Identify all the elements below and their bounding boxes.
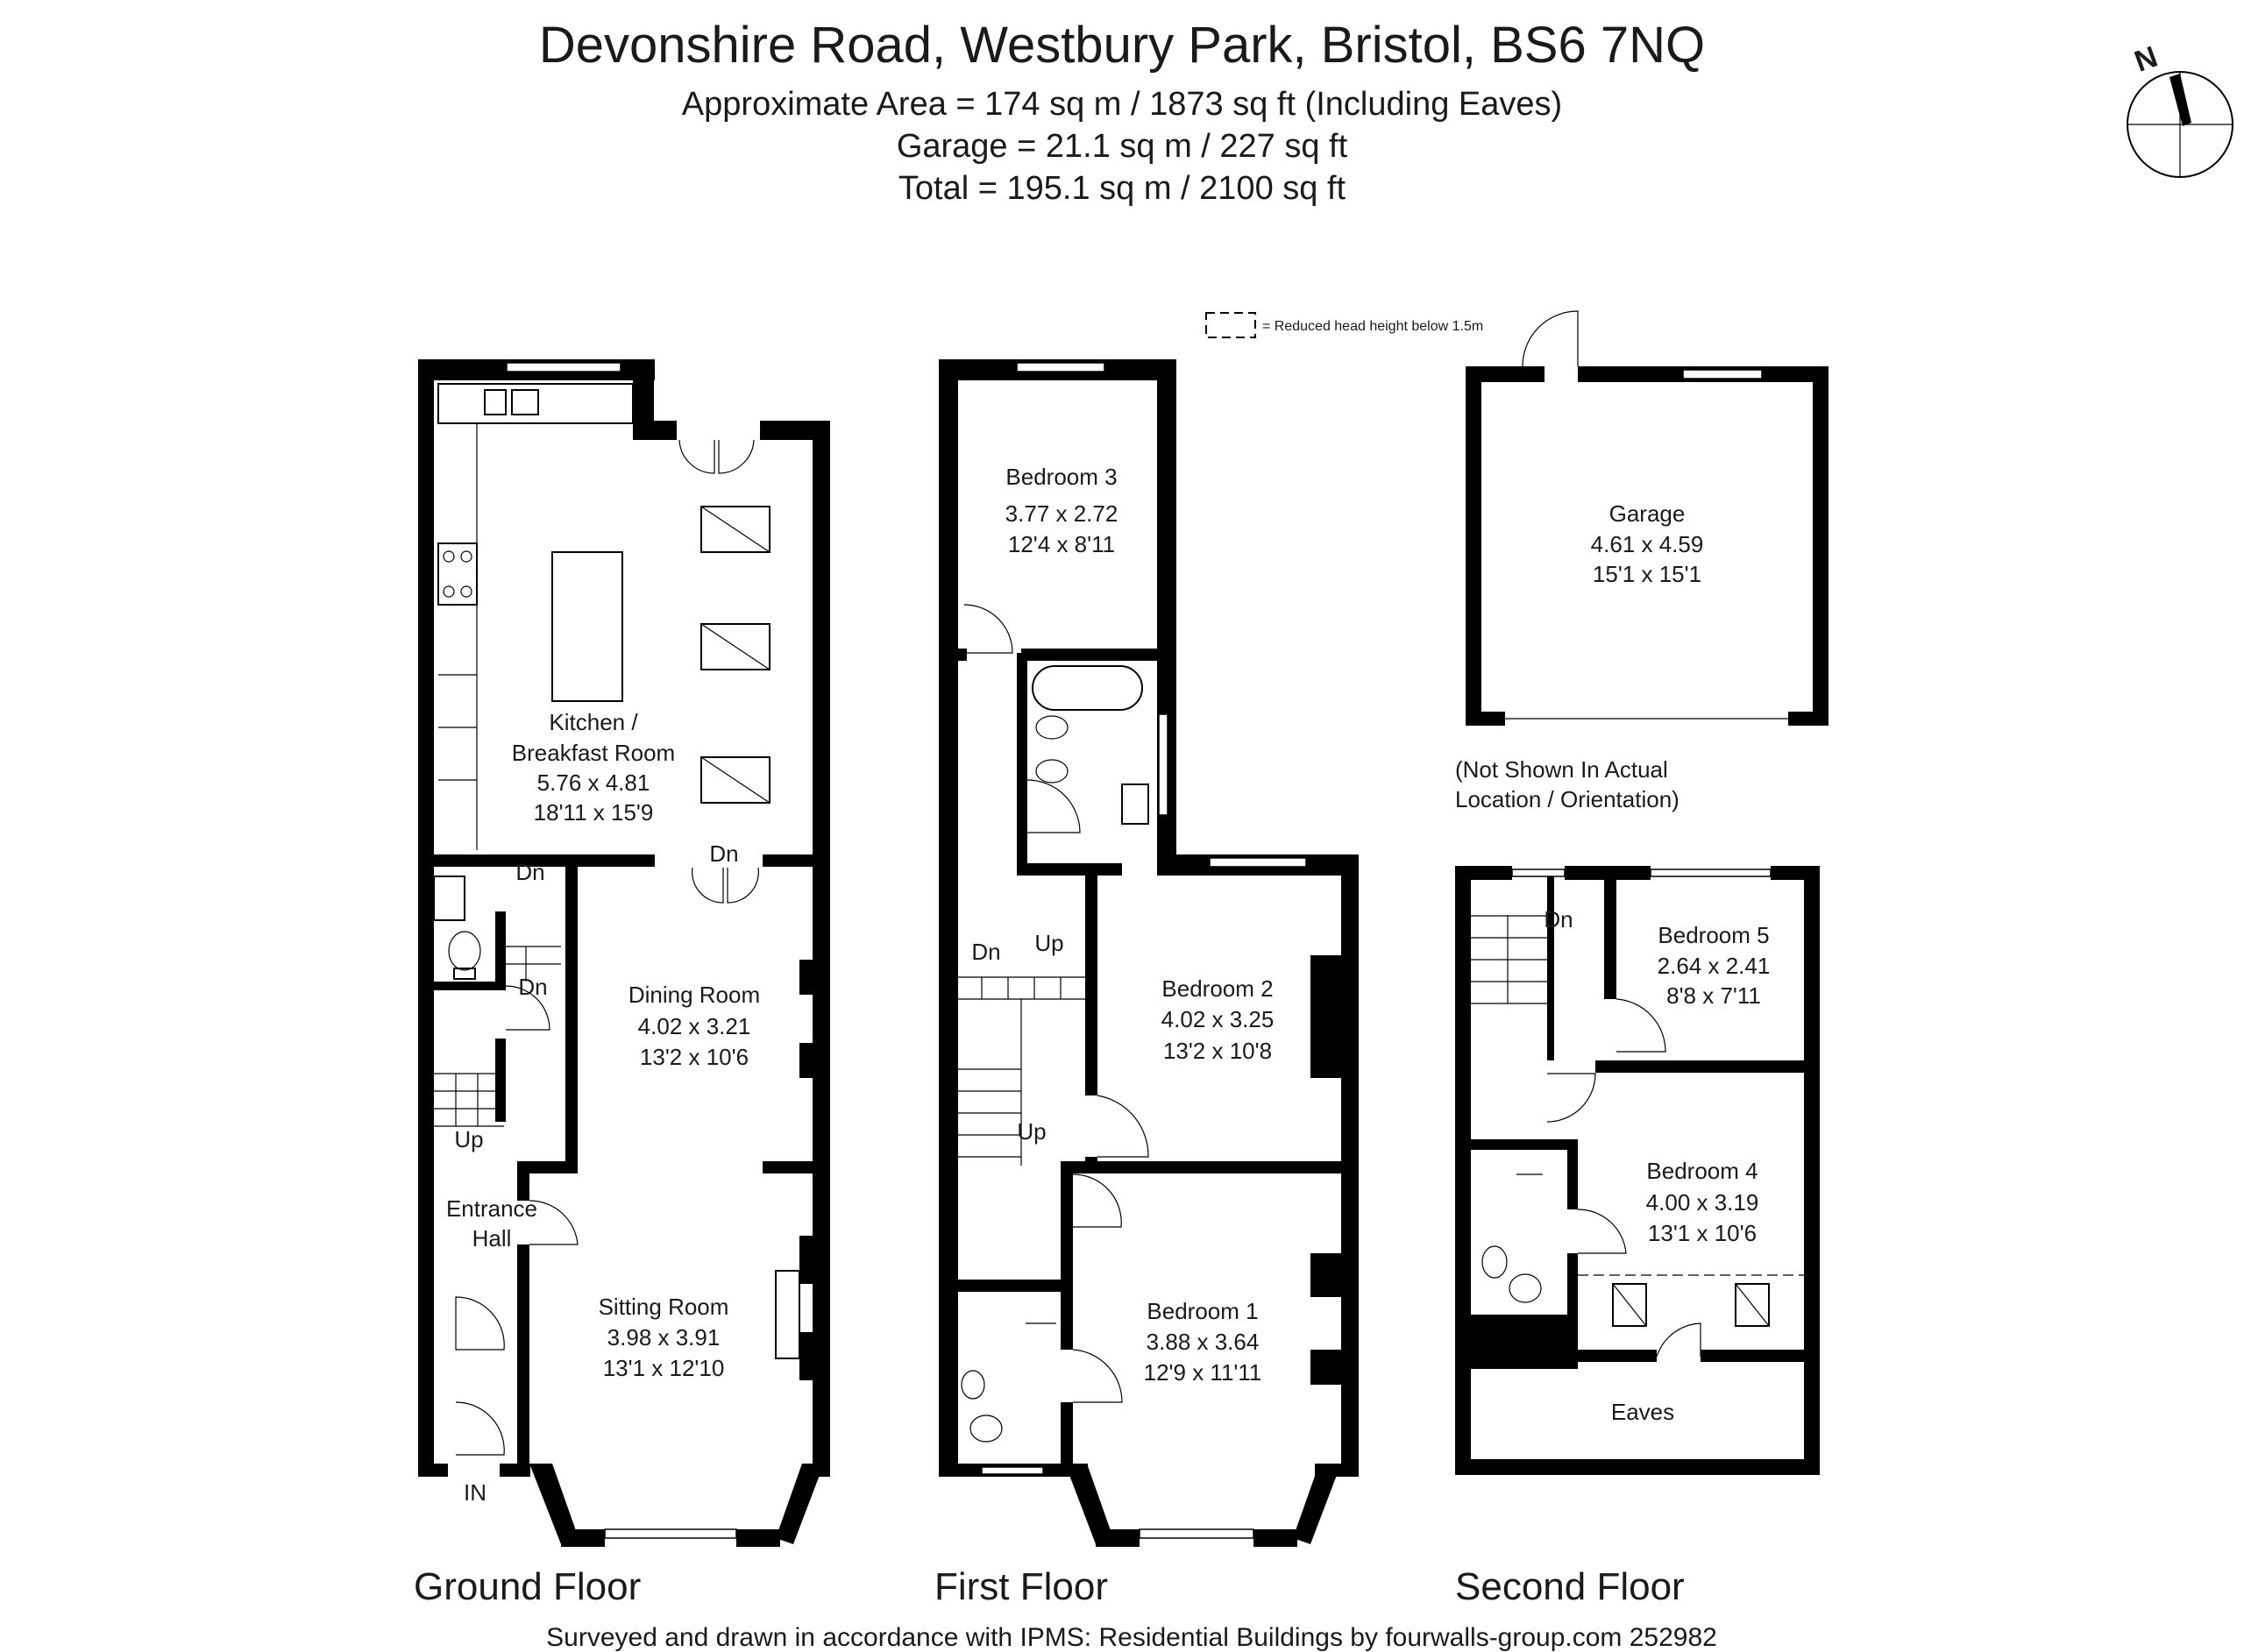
survey-footer: Surveyed and drawn in accordance with IP…: [546, 1623, 1717, 1652]
bed5-name: Bedroom 5: [1658, 922, 1769, 948]
compass-north-label: N: [2130, 40, 2162, 79]
bed3-imperial: 12'4 x 8'11: [1008, 531, 1115, 557]
bed1-name: Bedroom 1: [1147, 1298, 1258, 1324]
second-floor-label: Second Floor: [1455, 1565, 1685, 1608]
bed1-imperial: 12'9 x 11'11: [1144, 1359, 1262, 1386]
legend-text: = Reduced head height below 1.5m: [1262, 319, 1483, 334]
ground-floor-label: Ground Floor: [414, 1565, 641, 1608]
bed4-imperial: 13'1 x 10'6: [1648, 1220, 1757, 1246]
plan-title: Devonshire Road, Westbury Park, Bristol,…: [538, 17, 1706, 74]
gf-dn-3: Dn: [518, 974, 547, 1000]
gf-dn-2: Dn: [709, 840, 738, 867]
sf-dn: Dn: [1544, 906, 1573, 932]
kitchen-name-1: Kitchen /: [549, 709, 638, 735]
ff-up-2: Up: [1017, 1118, 1046, 1145]
total-area: Total = 195.1 sq m / 2100 sq ft: [898, 170, 1346, 207]
first-floor-plan: Bedroom 3 3.77 x 2.72 12'4 x 8'11 Bedroo…: [934, 359, 1359, 1608]
dining-metric: 4.02 x 3.21: [638, 1013, 751, 1039]
gf-in: IN: [464, 1479, 486, 1506]
second-floor-plan: Bedroom 5 2.64 x 2.41 8'8 x 7'11 Bedroom…: [1455, 866, 1820, 1608]
gf-up: Up: [454, 1126, 483, 1152]
ground-floor-plan: Kitchen / Breakfast Room 5.76 x 4.81 18'…: [414, 359, 830, 1608]
dining-imperial: 13'2 x 10'6: [640, 1044, 749, 1070]
bed3-name: Bedroom 3: [1005, 464, 1117, 490]
garage-area: Garage = 21.1 sq m / 227 sq ft: [896, 128, 1348, 165]
bed5-metric: 2.64 x 2.41: [1658, 953, 1771, 979]
bed5-imperial: 8'8 x 7'11: [1666, 982, 1761, 1009]
kitchen-imperial: 18'11 x 15'9: [534, 799, 654, 826]
gf-dn-1: Dn: [515, 859, 544, 885]
bed2-metric: 4.02 x 3.25: [1161, 1006, 1275, 1032]
eaves-name: Eaves: [1611, 1399, 1674, 1425]
bed1-metric: 3.88 x 3.64: [1147, 1329, 1260, 1355]
garage-note-2: Location / Orientation): [1455, 786, 1679, 812]
sitting-name: Sitting Room: [599, 1294, 729, 1320]
sitting-imperial: 13'1 x 12'10: [603, 1355, 725, 1381]
garage-imperial: 15'1 x 15'1: [1593, 561, 1701, 587]
bed4-name: Bedroom 4: [1646, 1158, 1758, 1184]
area-summary: Approximate Area = 174 sq m / 1873 sq ft…: [681, 86, 1563, 123]
legend: = Reduced head height below 1.5m: [1205, 312, 1483, 338]
ff-up-1: Up: [1034, 930, 1063, 956]
bed2-name: Bedroom 2: [1161, 975, 1273, 1002]
kitchen-metric: 5.76 x 4.81: [537, 769, 650, 796]
compass-icon: N: [2127, 40, 2233, 178]
hall-name-1: Entrance: [446, 1195, 537, 1222]
dining-name: Dining Room: [628, 982, 760, 1008]
garage-metric: 4.61 x 4.59: [1591, 531, 1704, 557]
garage-name: Garage: [1609, 500, 1686, 527]
garage-note-1: (Not Shown In Actual: [1455, 756, 1668, 783]
bed2-imperial: 13'2 x 10'8: [1163, 1038, 1272, 1064]
bed4-metric: 4.00 x 3.19: [1646, 1189, 1759, 1216]
bed3-metric: 3.77 x 2.72: [1005, 500, 1118, 527]
hall-name-2: Hall: [472, 1225, 512, 1251]
first-floor-label: First Floor: [934, 1565, 1108, 1608]
kitchen-name-2: Breakfast Room: [512, 740, 675, 766]
sitting-metric: 3.98 x 3.91: [607, 1324, 721, 1351]
garage-plan: Garage 4.61 x 4.59 15'1 x 15'1 (Not Show…: [1455, 310, 1829, 812]
ff-dn: Dn: [971, 939, 1000, 965]
